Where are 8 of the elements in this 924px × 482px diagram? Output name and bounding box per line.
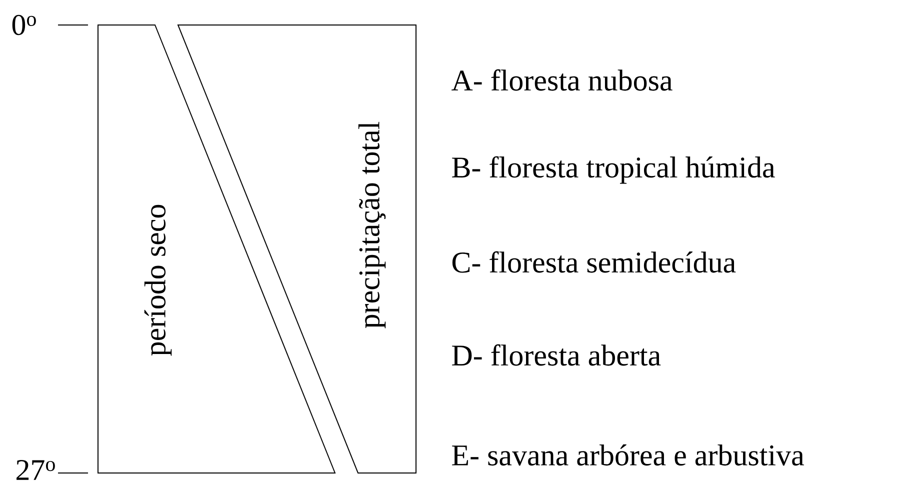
latitude-label: 27$^{o}$ bbox=[16, 460, 55, 480]
vegetation-label: B- floresta tropical húmida bbox=[452, 156, 775, 184]
vegetation-label: C- floresta semidecídua bbox=[452, 251, 736, 273]
latitude-label: 0$^{o}$ bbox=[12, 14, 36, 36]
climate-band: período seco bbox=[98, 24, 336, 474]
vegetation-label: D- floresta aberta bbox=[452, 344, 661, 366]
vegetation-label: E- savana arbórea e arbustiva bbox=[452, 444, 804, 466]
vegetation-label: A- floresta nubosa bbox=[452, 69, 672, 91]
